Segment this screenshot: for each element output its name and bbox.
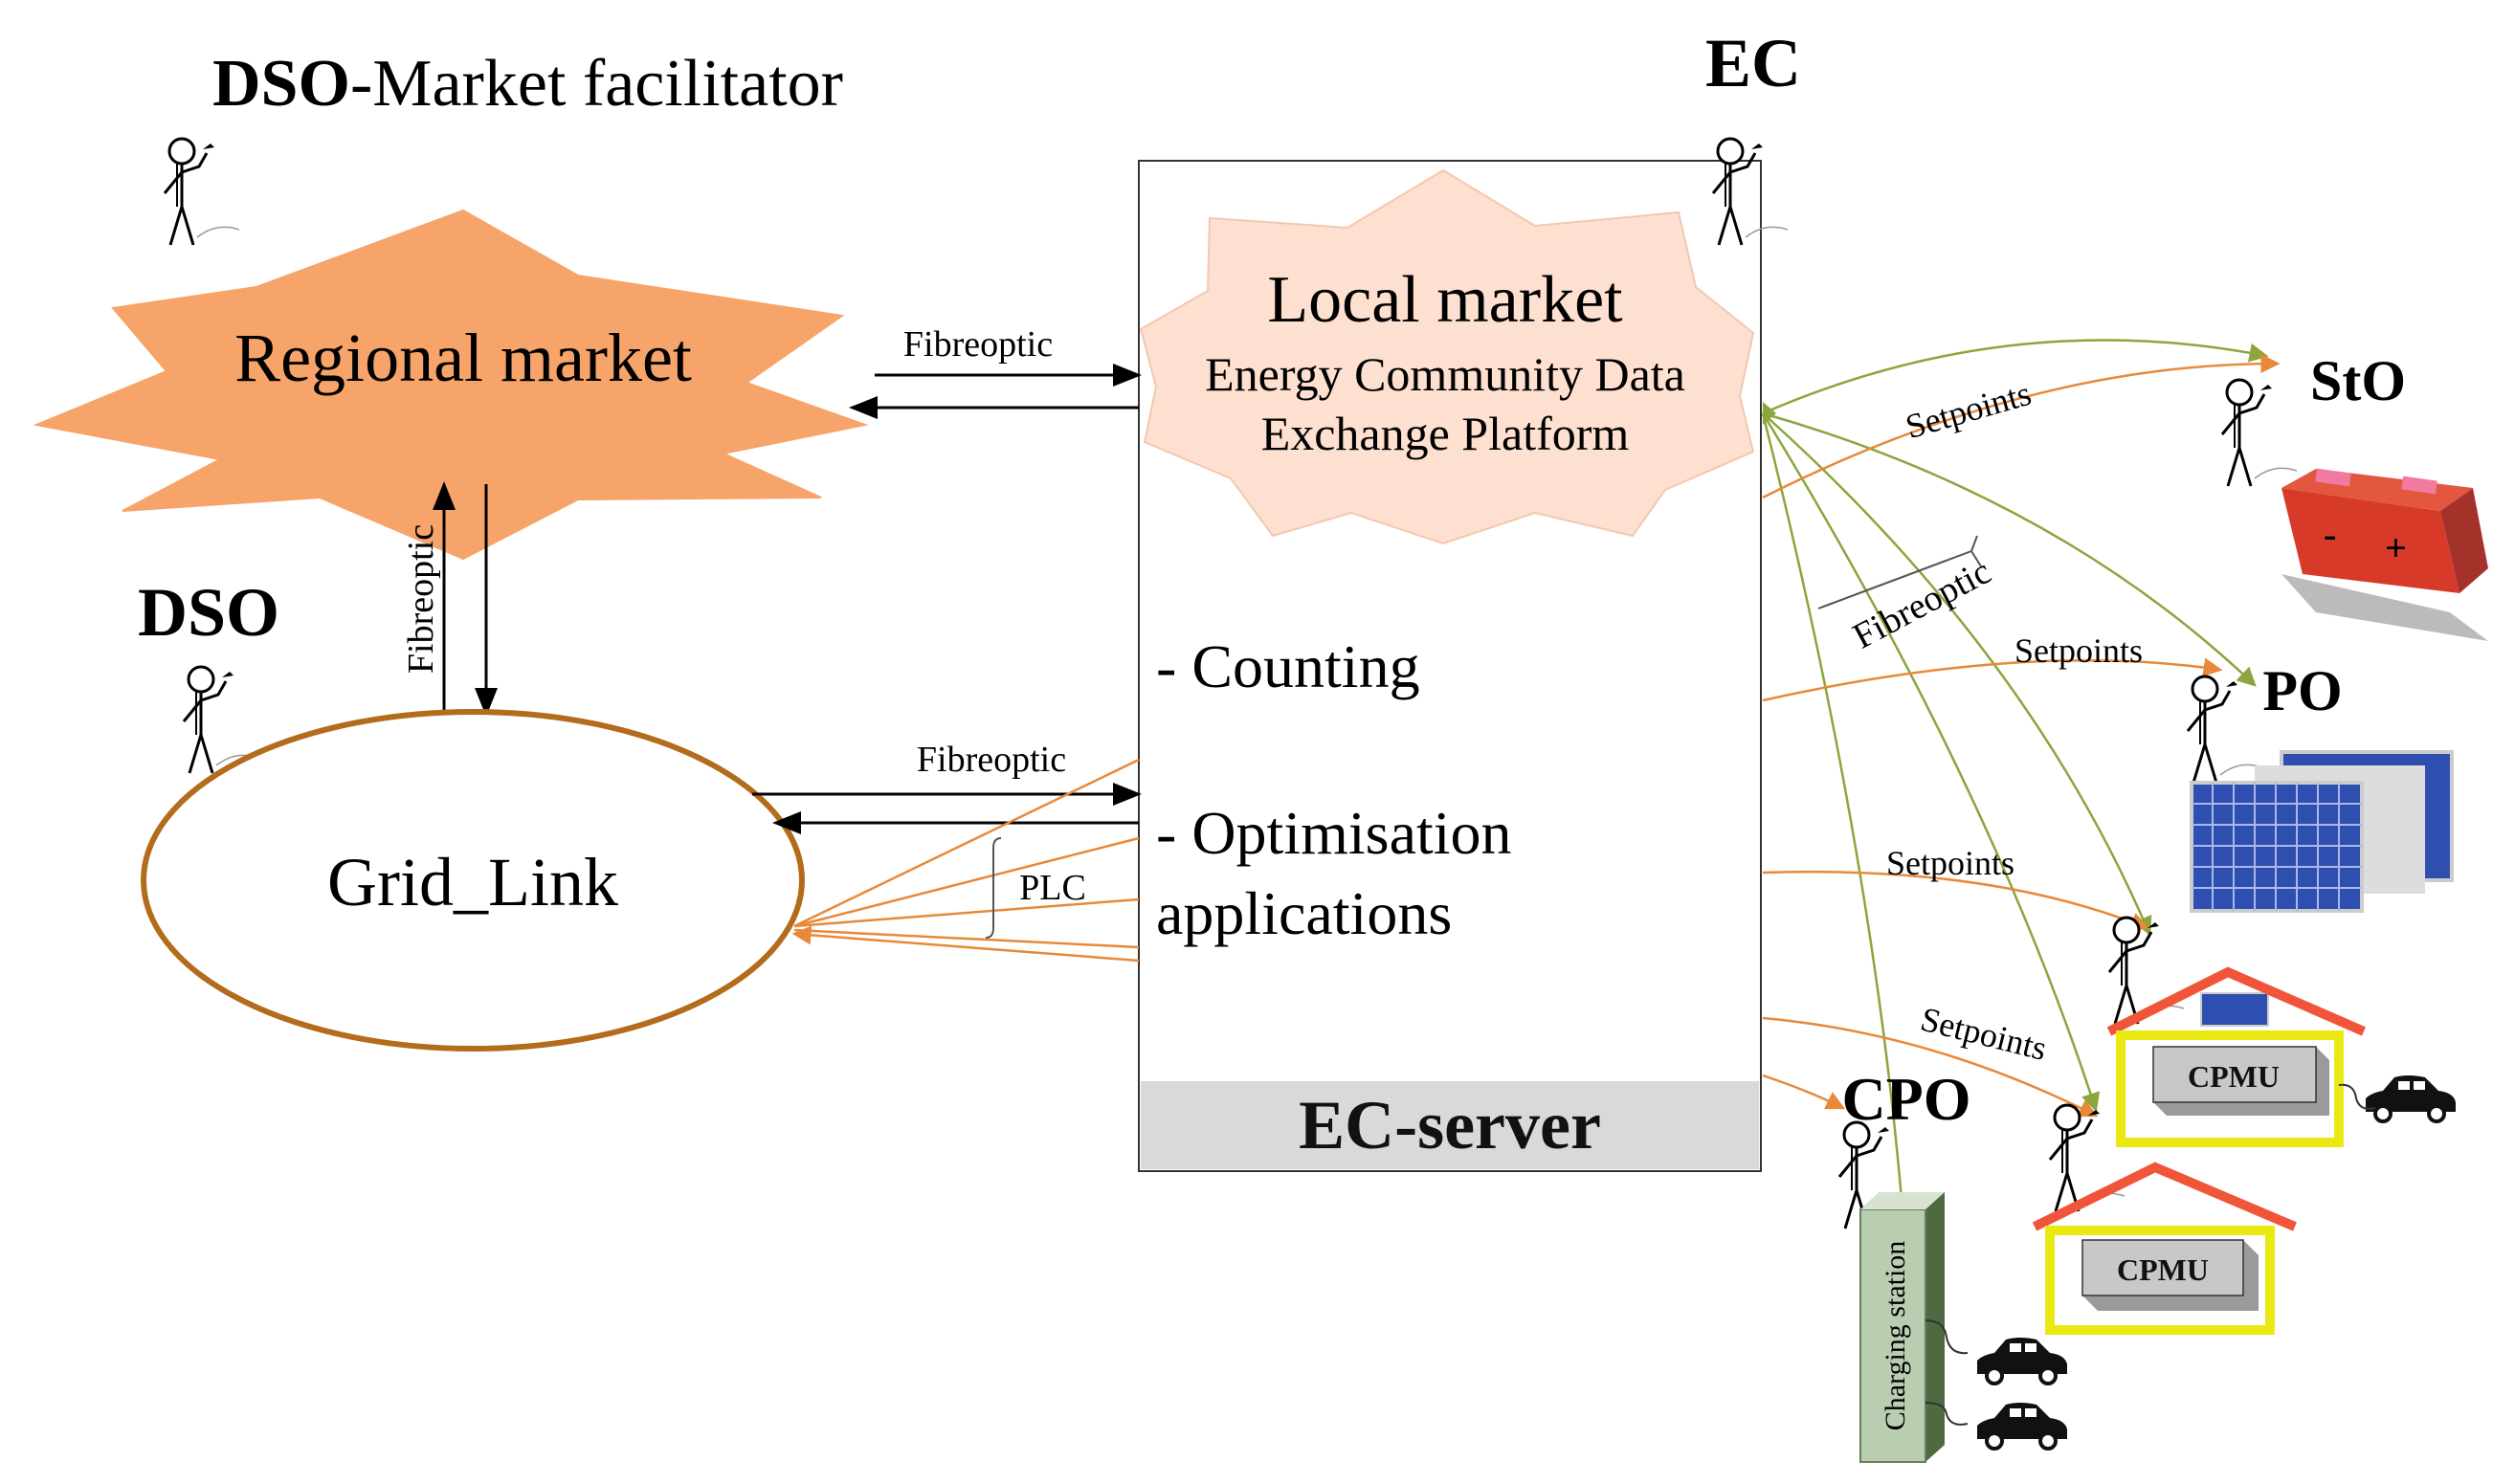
svg-text:+: +: [2385, 526, 2407, 569]
po-actor-label: PO: [2262, 659, 2342, 722]
solar-panel-icon: [2190, 750, 2454, 913]
ec-actor-label: EC: [1705, 25, 1801, 101]
regional-market-label: Regional market: [234, 320, 692, 396]
dso-market-facilitator-label: DSO-Market facilitator: [212, 47, 843, 121]
dso-market-facilitator-actor-icon: [163, 137, 241, 247]
fibreoptic-grid-server-label: Fibreoptic: [917, 740, 1066, 780]
counting-label: - Counting: [1156, 632, 1420, 700]
platform-label-line1: Energy Community Data: [1205, 347, 1685, 401]
ec-server-label: EC-server: [1299, 1087, 1601, 1163]
car-icon-3: [1975, 1401, 2069, 1451]
svg-text:-: -: [2324, 513, 2336, 556]
dso-actor-label: DSO: [138, 574, 279, 651]
setpoints-po-label: Setpoints: [2014, 631, 2143, 670]
setpoints-links: [1762, 354, 2281, 1118]
car-icon-2: [1975, 1336, 2069, 1385]
fibreoptic-regional-local-label: Fibreoptic: [903, 324, 1053, 365]
plc-label: PLC: [1019, 868, 1086, 908]
platform-label-line2: Exchange Platform: [1261, 407, 1630, 460]
sto-actor-icon: [2220, 378, 2299, 488]
setpoints-sto-label: Setpoints: [1902, 374, 2036, 446]
cpo-actor-label: CPO: [1841, 1065, 1970, 1133]
fibreoptic-right-label: Fibreoptic: [1847, 551, 1998, 656]
car-icon-1: [2364, 1074, 2458, 1123]
optimisation-label-line1: - Optimisation: [1156, 799, 1512, 867]
car-cable-2: [1925, 1319, 1969, 1355]
car-cable-3: [1925, 1402, 1969, 1426]
cpmu-1-label: CPMU: [2188, 1059, 2280, 1094]
plc-links: [791, 758, 1140, 963]
po-actor-icon: [2186, 675, 2264, 785]
ec-server-bar: [1141, 1081, 1759, 1169]
charging-station-label: Charging station: [1880, 1241, 1911, 1431]
optimisation-label-line2: applications: [1156, 879, 1452, 947]
local-market-label: Local market: [1267, 263, 1623, 337]
setpoints-house1-label: Setpoints: [1886, 844, 2014, 882]
plc-brace: [985, 837, 1002, 939]
fibreoptic-right-links: [1761, 339, 2269, 1235]
regional-market-shape: [33, 209, 869, 561]
fibreoptic-right-brace: [1817, 535, 1982, 609]
local-market-shape: [1139, 168, 1755, 545]
grid-link-shape: [141, 709, 805, 1052]
house1-icon: [2106, 966, 2367, 1147]
sto-actor-label: StO: [2310, 349, 2406, 412]
grid-link-label: Grid_Link: [327, 844, 618, 920]
fibreoptic-vertical-label: Fibreoptic: [401, 524, 441, 674]
house2-actor-icon: [2048, 1103, 2126, 1213]
cpmu-2-label: CPMU: [2117, 1252, 2209, 1287]
car-cable-1: [2338, 1083, 2376, 1110]
house2-icon: [2032, 1162, 2297, 1335]
charging-station-icon: [1859, 1192, 1945, 1463]
battery-icon: - +: [2281, 468, 2488, 641]
fibreoptic-right-origin: [1763, 402, 1776, 425]
setpoints-house2-label: Setpoints: [1917, 1000, 2051, 1068]
